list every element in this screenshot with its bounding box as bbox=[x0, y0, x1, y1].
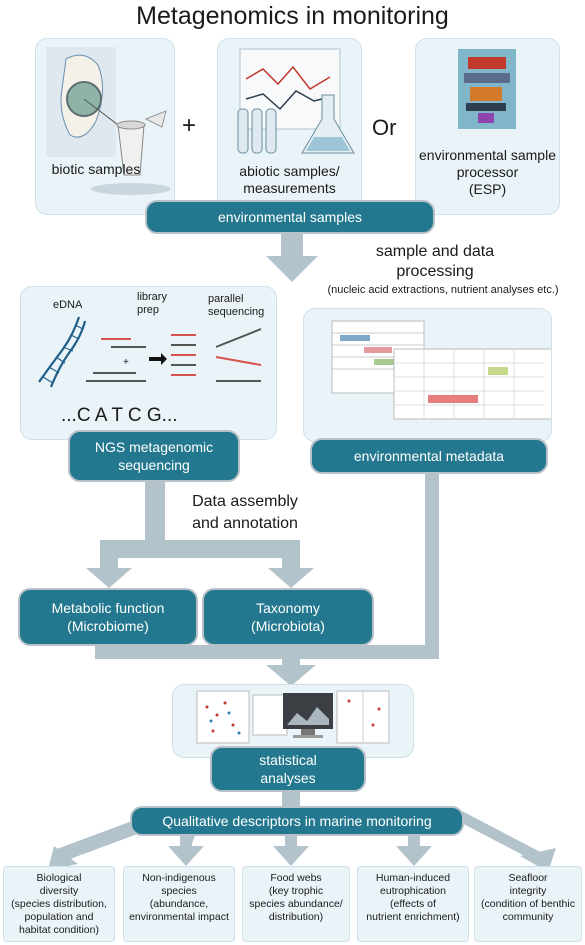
esp-label-line1: environmental sample bbox=[419, 147, 556, 163]
descriptor-5-line2: integrity bbox=[509, 885, 547, 897]
statistical-line1: statistical bbox=[259, 752, 317, 768]
statistical-analyses-button[interactable]: statistical analyses bbox=[210, 746, 366, 792]
descriptor-2-line1: Non-indigenous bbox=[142, 872, 216, 884]
esp-panel: environmental sample processor (ESP) bbox=[415, 38, 560, 215]
descriptor-2-line2: species bbox=[161, 885, 197, 897]
descriptor-3-line4: distribution) bbox=[268, 911, 324, 923]
library-label-line1: library bbox=[137, 291, 167, 303]
svg-text:+: + bbox=[123, 357, 129, 368]
descriptor-1-line4: population and bbox=[24, 911, 94, 923]
library-label-line2: prep bbox=[137, 304, 160, 316]
processing-label-line3: (nucleic acid extractions, nutrient anal… bbox=[327, 284, 559, 296]
metabolic-line2: (Microbiome) bbox=[67, 618, 149, 634]
ngs-sequencing-button[interactable]: NGS metagenomic sequencing bbox=[68, 430, 240, 482]
processing-label-line2: processing bbox=[396, 263, 474, 280]
taxonomy-line1: Taxonomy bbox=[256, 600, 320, 616]
parallel-label-line1: parallel bbox=[208, 293, 244, 305]
plus-sign: + bbox=[182, 112, 197, 139]
biotic-sampling-illustration bbox=[46, 47, 171, 195]
or-label: Or bbox=[372, 115, 397, 140]
descriptor-3-line3: species abundance/ bbox=[249, 898, 343, 910]
descriptor-2-line4: environmental impact bbox=[129, 911, 229, 923]
descriptor-2-line3: (abundance, bbox=[149, 898, 209, 910]
esp-label-line2: processor bbox=[456, 164, 519, 180]
descriptor-4-line4: nutrient enrichment) bbox=[366, 911, 460, 923]
parallel-label-line2: sequencing bbox=[208, 306, 265, 318]
esp-label-line3: (ESP) bbox=[468, 181, 507, 197]
descriptor-seafloor-integrity: Seafloor integrity (condition of benthic… bbox=[474, 866, 582, 942]
statistical-panel bbox=[172, 684, 414, 758]
taxonomy-line2: (Microbiota) bbox=[251, 618, 325, 634]
descriptor-eutrophication: Human-induced eutrophication (effects of… bbox=[357, 866, 469, 942]
descriptor-3-line2: (key trophic bbox=[268, 885, 324, 897]
descriptor-1-line5: habitat condition) bbox=[19, 924, 99, 936]
descriptor-biological-diversity: Biological diversity (species distributi… bbox=[3, 866, 115, 942]
assembly-label-line2: and annotation bbox=[192, 515, 298, 532]
statistical-line2: analyses bbox=[260, 770, 316, 786]
qualitative-descriptors-button[interactable]: Qualitative descriptors in marine monito… bbox=[130, 806, 464, 836]
statistical-plots-illustration bbox=[196, 690, 390, 744]
metabolic-line1: Metabolic function bbox=[51, 600, 165, 616]
descriptor-food-webs: Food webs (key trophic species abundance… bbox=[242, 866, 350, 942]
metadata-panel bbox=[303, 308, 552, 442]
abiotic-samples-panel: abiotic samples/ measurements bbox=[217, 38, 362, 215]
descriptor-4-line3: (effects of bbox=[390, 898, 436, 910]
descriptor-4-line2: eutrophication bbox=[380, 885, 446, 897]
sequencing-illustration: + bbox=[38, 316, 262, 388]
abiotic-samples-label-line1: abiotic samples/ bbox=[239, 163, 340, 179]
taxonomy-button[interactable]: Taxonomy (Microbiota) bbox=[202, 588, 374, 646]
environmental-metadata-button[interactable]: environmental metadata bbox=[310, 438, 548, 474]
ngs-line1: NGS metagenomic bbox=[94, 439, 214, 455]
dna-bases-label: ...C A T C G... bbox=[61, 405, 178, 426]
metadata-table-illustration bbox=[331, 320, 551, 420]
descriptor-4-line1: Human-induced bbox=[375, 872, 451, 884]
environmental-samples-button[interactable]: environmental samples bbox=[145, 200, 435, 234]
descriptor-1-line1: Biological bbox=[36, 872, 82, 884]
descriptor-1-line2: diversity bbox=[39, 885, 79, 897]
descriptor-5-line4: community bbox=[502, 911, 554, 923]
ngs-line2: sequencing bbox=[118, 457, 190, 473]
assembly-label-line1: Data assembly bbox=[192, 493, 298, 510]
metabolic-function-button[interactable]: Metabolic function (Microbiome) bbox=[18, 588, 198, 646]
descriptor-5-line1: Seafloor bbox=[508, 872, 548, 884]
abiotic-samples-label-line2: measurements bbox=[243, 180, 336, 196]
sequencing-panel: + eDNA library prep parallel sequencing … bbox=[20, 286, 277, 440]
page-title: Metagenomics in monitoring bbox=[136, 2, 449, 30]
abiotic-measurement-illustration bbox=[237, 48, 355, 154]
descriptor-3-line1: Food webs bbox=[270, 872, 322, 884]
descriptor-1-line3: (species distribution, bbox=[11, 898, 107, 910]
descriptor-non-indigenous-species: Non-indigenous species (abundance, envir… bbox=[123, 866, 235, 942]
biotic-samples-label: biotic samples bbox=[51, 161, 141, 177]
processing-label-line1: sample and data bbox=[375, 243, 495, 260]
biotic-samples-panel: biotic samples bbox=[35, 38, 175, 215]
esp-device-illustration bbox=[458, 49, 516, 129]
descriptor-5-line3: (condition of benthic bbox=[481, 898, 575, 910]
edna-label: eDNA bbox=[53, 299, 83, 311]
